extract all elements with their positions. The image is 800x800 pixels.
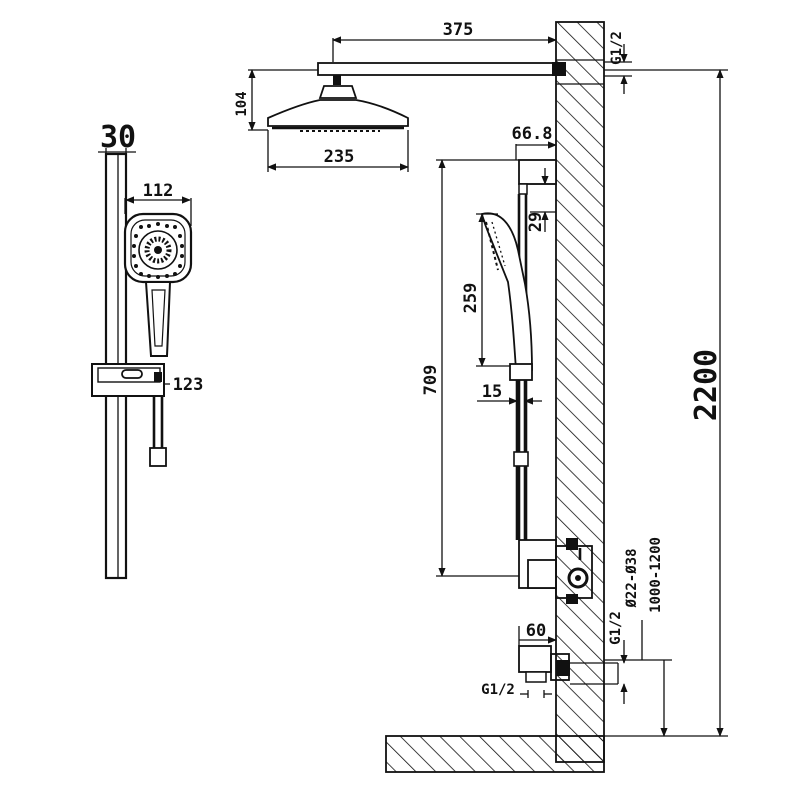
dimension-slider-depth: 123 (164, 375, 203, 395)
shower-arm (317, 62, 566, 76)
dimension-rail-width: 30 (98, 120, 136, 156)
dimension-handset-length: 259 (461, 213, 510, 367)
shower-head (267, 75, 409, 132)
front-slider (91, 363, 165, 397)
side-hose (513, 380, 529, 540)
dimension-head-height: 104 (234, 69, 318, 131)
label-head-diameter: 235 (324, 147, 355, 167)
spray-nozzles (132, 222, 184, 279)
label-holder-gap: 29 (526, 212, 546, 232)
bottom-outlet (518, 645, 619, 685)
top-wall-bracket (518, 159, 557, 195)
label-arm-length: 375 (443, 20, 474, 40)
label-total-height: 2200 (689, 349, 724, 421)
label-slider-depth: 123 (173, 375, 204, 395)
dimension-head-diameter: 235 (267, 130, 409, 172)
label-arm-thread: G1/2 (609, 31, 625, 65)
label-inlet-thread: G1/2 (608, 611, 624, 645)
dimension-arm-thread: G1/2 (604, 31, 632, 94)
label-mixer-diameter: Ø22-Ø38 (624, 548, 640, 608)
dimension-bar-length: 709 (421, 159, 519, 577)
mixer-valve (518, 538, 593, 604)
dimension-holder-gap: 29 (526, 168, 556, 232)
side-handset (480, 212, 533, 381)
label-bar-length: 709 (421, 365, 441, 396)
label-handset-length: 259 (461, 283, 481, 314)
label-outlet-depth: 60 (526, 621, 546, 641)
floor-section (385, 735, 605, 773)
label-handset-width: 112 (143, 181, 174, 201)
dimension-total-height: 2200 (604, 69, 728, 737)
wall-section (555, 21, 605, 763)
label-rail-width: 30 (100, 120, 136, 155)
dimension-bottom-thread: G1/2 (481, 682, 552, 698)
label-holder-offset: 66.8 (512, 124, 553, 144)
label-mixer-height: 1000-1200 (648, 537, 664, 613)
dimension-outlet-depth: 60 (518, 621, 557, 646)
dimension-inlet-thread: G1/2 (608, 611, 628, 704)
label-bottom-thread: G1/2 (481, 682, 515, 698)
dimension-handset-width: 112 (124, 181, 192, 226)
label-holder-spacing: 15 (482, 382, 502, 402)
label-head-height: 104 (234, 91, 250, 116)
dimension-holder-spacing: 15 (477, 382, 542, 405)
front-handset (123, 212, 193, 357)
dimension-mixer: Ø22-Ø38 1000-1200 (604, 537, 672, 737)
front-hose (149, 396, 167, 467)
dimension-holder-offset: 66.8 (512, 124, 557, 160)
dimension-arm-length: 375 (332, 20, 557, 62)
